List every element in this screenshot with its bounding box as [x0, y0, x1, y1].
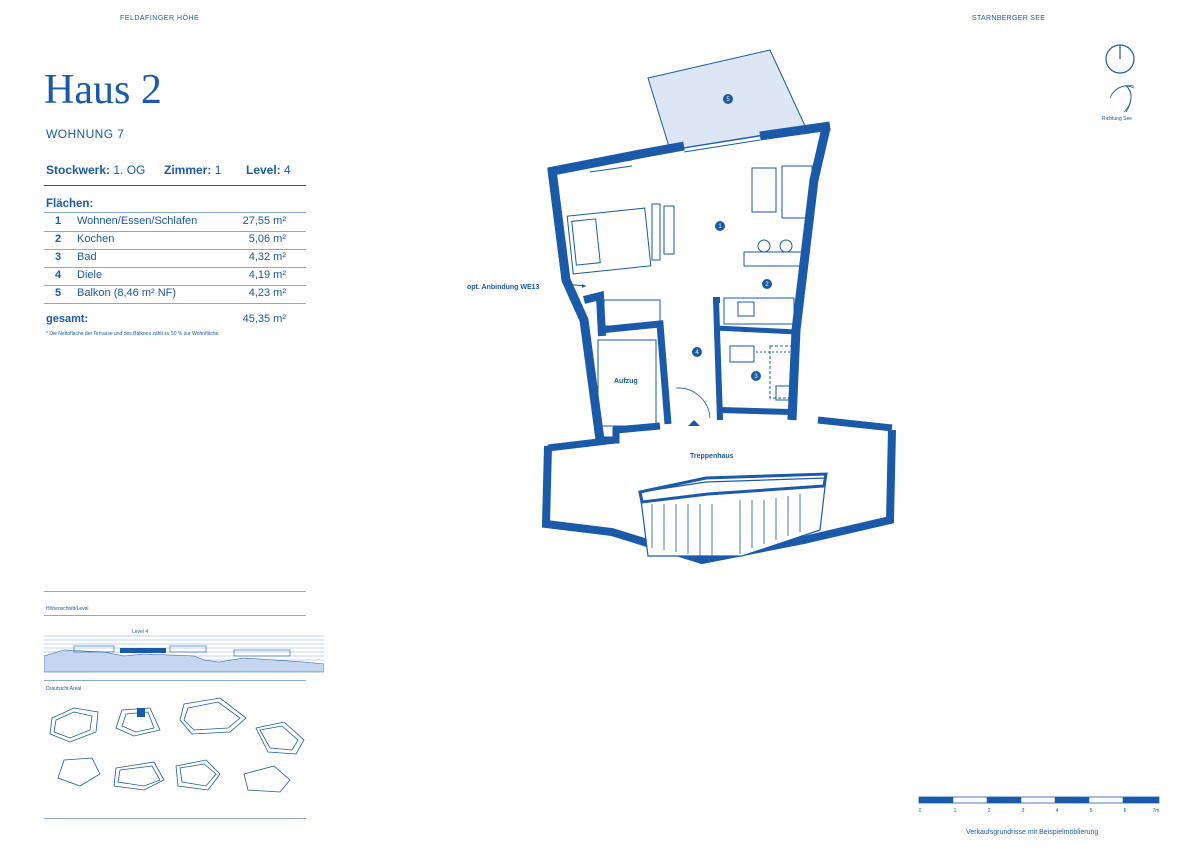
level-value: 4 — [284, 163, 291, 177]
rooms-value: 1 — [214, 163, 222, 177]
brand-right-label: STARNBERGER SEE — [972, 15, 1046, 22]
lake-direction-icon — [1109, 85, 1135, 113]
scale-bar: 0 1 2 3 4 5 6 7m — [918, 796, 1160, 814]
compass — [1105, 44, 1135, 113]
floor-plan: 1 2 3 4 5 Aufzug Treppenhaus — [541, 49, 896, 565]
floor-info: Stockwerk: 1. OG — [46, 163, 145, 177]
elevator-label: Aufzug — [614, 378, 638, 385]
connection-label: opt. Anbindung WE13 — [467, 284, 540, 291]
room-number: 5 — [726, 97, 730, 103]
floor-label: Stockwerk: — [46, 163, 111, 177]
divider — [44, 303, 306, 304]
area-value: 4,19 m² — [248, 269, 286, 281]
area-number: 4 — [55, 269, 62, 281]
unit-highlight — [137, 708, 145, 717]
divider — [44, 212, 306, 213]
level-label: Level: — [246, 163, 281, 177]
total-value: 45,35 m² — [242, 313, 286, 325]
section-label: Höhenschnitt/Level — [46, 606, 89, 612]
scale-tick: 2 — [988, 808, 991, 814]
scale-tick: 3 — [1022, 808, 1025, 814]
areas-title: Flächen: — [46, 198, 94, 210]
scale-tick: 0 — [919, 808, 922, 814]
divider — [44, 285, 306, 286]
divider — [44, 249, 306, 250]
divider — [44, 591, 306, 592]
room-number: 4 — [695, 350, 699, 356]
area-row: 4 Diele 4,19 m² — [46, 268, 286, 285]
room-number: 1 — [718, 224, 722, 230]
footnote: * Die Nettofläche der Terrasse und des B… — [46, 331, 220, 337]
area-row: 3 Bad 4,32 m² — [46, 250, 286, 267]
room-number: 3 — [754, 374, 758, 380]
rooms-label: Zimmer: — [164, 163, 212, 177]
brand-left-label: FELDAFINGER HÖHE — [120, 15, 200, 22]
area-number: 1 — [55, 215, 62, 227]
scale-tick: 4 — [1056, 808, 1059, 814]
area-label: Kochen — [77, 233, 115, 245]
area-row: 1 Wohnen/Essen/Schlafen 27,55 m² — [46, 214, 286, 231]
area-label: Wohnen/Essen/Schlafen — [77, 215, 198, 227]
scale-tick: 5 — [1090, 808, 1093, 814]
floor-value: 1. OG — [113, 163, 146, 177]
total-label: gesamt: — [46, 313, 89, 325]
divider — [44, 185, 306, 186]
level-tag: Level 4 — [132, 629, 148, 635]
room-number: 2 — [765, 282, 769, 288]
area-row: 2 Kochen 5,06 m² — [46, 232, 286, 249]
section-diagram: Level 4 — [44, 629, 324, 673]
area-label: Diele — [77, 269, 103, 281]
area-number: 5 — [55, 287, 62, 299]
total-row: gesamt: 45,35 m² — [46, 313, 286, 325]
page-title: Haus 2 — [44, 67, 162, 113]
unit-label: WOHNUNG 7 — [46, 127, 125, 141]
area-value: 4,32 m² — [248, 251, 286, 263]
topview-label: Draufsicht Areal — [46, 686, 82, 692]
area-row: 5 Balkon (8,46 m² NF) 4,23 m² — [46, 286, 286, 303]
area-label: Balkon (8,46 m² NF) — [77, 287, 177, 299]
compass-label: Richtung See — [1102, 116, 1133, 122]
area-value: 5,06 m² — [248, 233, 286, 245]
level-highlight — [120, 648, 166, 653]
divider — [44, 818, 306, 819]
divider — [44, 231, 306, 232]
site-plan — [49, 697, 305, 793]
area-value: 4,23 m² — [248, 287, 286, 299]
stair-label: Treppenhaus — [690, 453, 734, 460]
divider — [44, 615, 306, 616]
scale-tick: 6 — [1124, 808, 1127, 814]
divider — [44, 267, 306, 268]
area-label: Bad — [77, 251, 97, 263]
area-value: 27,55 m² — [242, 215, 286, 227]
scale-tick: 1 — [954, 808, 957, 814]
scale-caption: Verkaufsgrundrisse mit Beispielmöblierun… — [966, 829, 1099, 836]
level-info: Level: 4 — [246, 163, 291, 177]
scale-tick: 7m — [1153, 808, 1160, 814]
area-number: 2 — [55, 233, 62, 245]
divider — [44, 680, 306, 681]
rooms-info: Zimmer: 1 — [164, 163, 221, 177]
area-number: 3 — [55, 251, 62, 263]
